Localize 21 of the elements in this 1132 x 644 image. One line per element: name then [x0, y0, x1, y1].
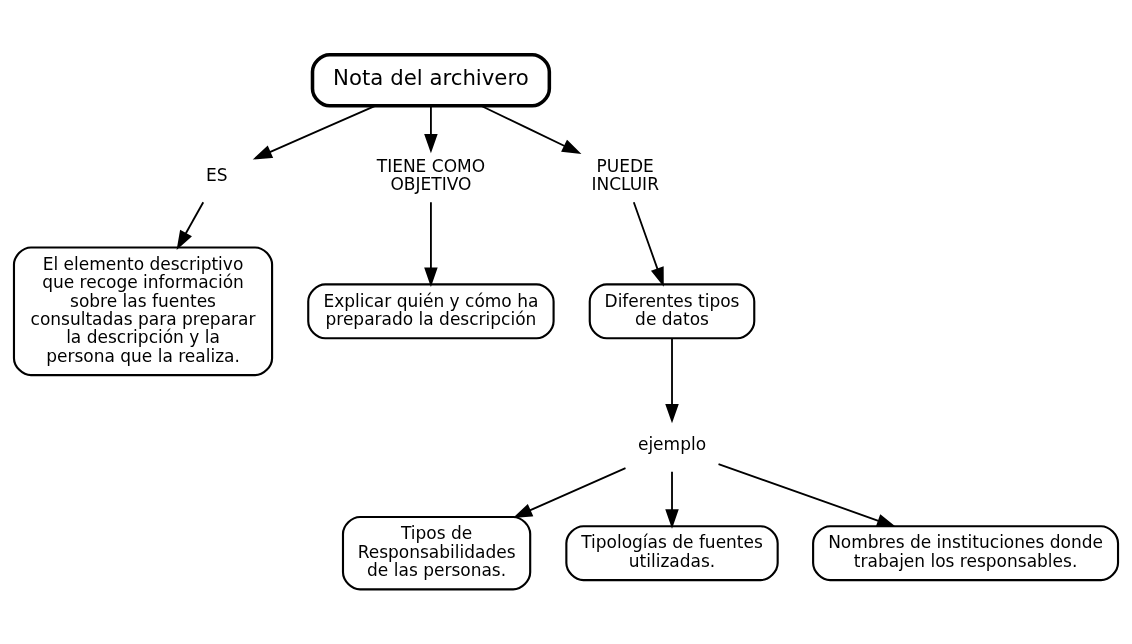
- node-box: Tipos de Responsabilidades de las personas.: [341, 515, 532, 591]
- node-text: TIENE COMO OBJETIVO: [376, 155, 486, 195]
- arrow: [717, 463, 897, 528]
- arrow: [424, 201, 438, 287]
- node-box: Tipologías de fuentes utilizadas.: [565, 525, 779, 582]
- node-box: Nota del archivero: [310, 52, 552, 108]
- node-box: Nombres de instituciones donde trabajen los responsables.: [812, 525, 1120, 582]
- arrow: [252, 105, 377, 160]
- arrow: [665, 470, 679, 529]
- arrow: [424, 105, 438, 154]
- node-text: ejemplo: [637, 434, 707, 455]
- arrow: [632, 201, 664, 287]
- node-box: Explicar quién y cómo ha preparado la descripción: [307, 283, 555, 340]
- node-text: PUEDE INCLUIR: [591, 155, 659, 195]
- node-text: ES: [206, 165, 228, 186]
- node-box: El elemento descriptivo que recoge información sobre las fuentes consultadas para preparar la descripción y la persona que la realiza.: [12, 246, 274, 377]
- arrow: [480, 105, 582, 155]
- arrow: [665, 337, 679, 424]
- node-box: Diferentes tipos de datos: [588, 283, 756, 340]
- arrow: [176, 201, 205, 250]
- arrow: [512, 467, 627, 518]
